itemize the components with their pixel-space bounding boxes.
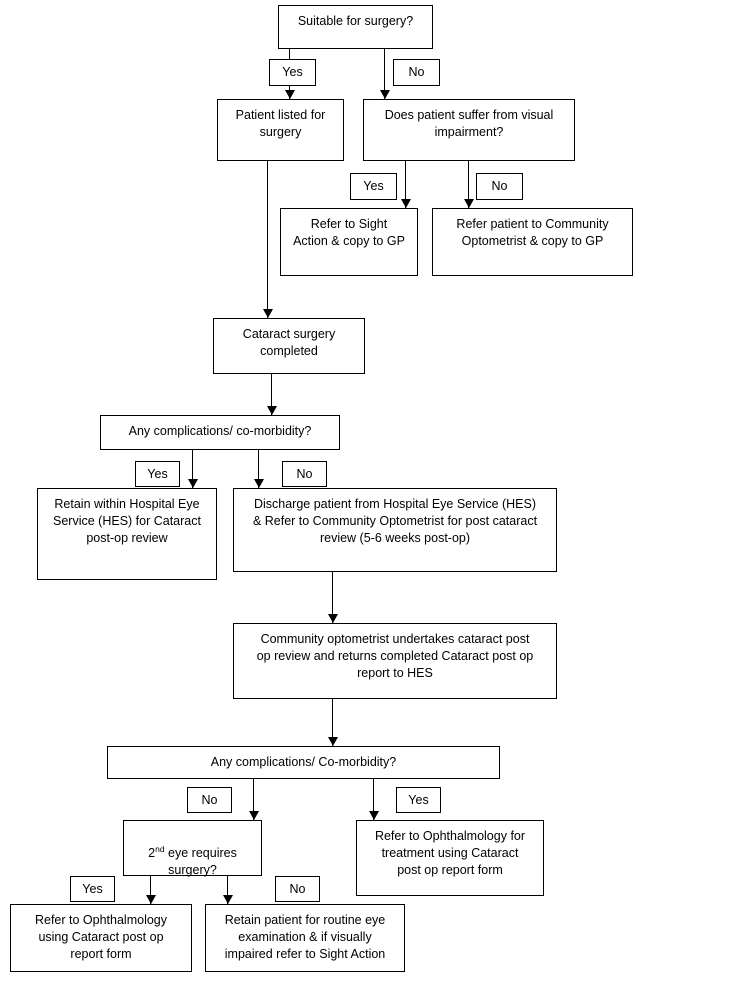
node-visual-impairment-question: Does patient suffer from visual impairme…	[363, 99, 575, 161]
edge-label-second-eye-no: No	[275, 876, 320, 902]
edge-second-eye-no	[227, 876, 228, 904]
node-any-complications-question-1: Any complications/ co-morbidity?	[100, 415, 340, 450]
node-cataract-surgery-completed: Cataract surgery completed	[213, 318, 365, 374]
arrowhead-refer-ophthalmology-treatment	[369, 811, 379, 820]
edge-impairment-yes	[405, 161, 406, 208]
node-refer-to-sight-action: Refer to Sight Action & copy to GP	[280, 208, 418, 276]
edge-cataract-to-complications1	[271, 374, 272, 415]
arrowhead-refer-sight-action	[401, 199, 411, 208]
node-retain-within-hes: Retain within Hospital Eye Service (HES)…	[37, 488, 217, 580]
edge-suitable-to-impairment	[384, 49, 385, 99]
second-eye-text: eye requires surgery?	[168, 846, 237, 877]
edge-label-impairment-no: No	[476, 173, 523, 200]
node-refer-ophthalmology-using-form: Refer to Ophthalmology using Cataract po…	[10, 904, 192, 972]
edge-complications2-no	[253, 779, 254, 820]
arrowhead-community-review	[328, 614, 338, 623]
arrowhead-refer-ophthalmology-using	[146, 895, 156, 904]
arrowhead-patient-listed	[285, 90, 295, 99]
node-community-optometrist-review: Community optometrist undertakes catarac…	[233, 623, 557, 699]
edge-second-eye-yes	[150, 876, 151, 904]
edge-discharge-to-community-review	[332, 572, 333, 623]
edge-label-second-eye-yes: Yes	[70, 876, 115, 902]
second-eye-ordinal-suffix: nd	[155, 843, 165, 854]
node-patient-listed-for-surgery: Patient listed for surgery	[217, 99, 344, 161]
arrowhead-retain-within-hes	[188, 479, 198, 488]
arrowhead-complications1	[267, 406, 277, 415]
node-suitable-for-surgery: Suitable for surgery?	[278, 5, 433, 49]
edge-label-complications2-yes: Yes	[396, 787, 441, 813]
node-second-eye-requires-surgery: 2nd eye requires surgery?	[123, 820, 262, 877]
arrowhead-refer-community-optometrist	[464, 199, 474, 208]
edge-complications1-no	[258, 450, 259, 488]
node-retain-patient-routine-exam: Retain patient for routine eye examinati…	[205, 904, 405, 972]
node-any-complications-question-2: Any complications/ Co-morbidity?	[107, 746, 500, 779]
edge-complications2-yes	[373, 779, 374, 820]
edge-label-complications2-no: No	[187, 787, 232, 813]
node-refer-ophthalmology-treatment: Refer to Ophthalmology for treatment usi…	[356, 820, 544, 896]
node-refer-to-community-optometrist: Refer patient to Community Optometrist &…	[432, 208, 633, 276]
arrowhead-discharge-patient	[254, 479, 264, 488]
arrowhead-second-eye-question	[249, 811, 259, 820]
edge-label-suitable-yes: Yes	[269, 59, 316, 86]
node-discharge-patient-from-hes: Discharge patient from Hospital Eye Serv…	[233, 488, 557, 572]
edge-label-impairment-yes: Yes	[350, 173, 397, 200]
arrowhead-complications2	[328, 737, 338, 746]
edge-impairment-no	[468, 161, 469, 208]
second-eye-number: 2	[148, 846, 156, 860]
edge-patient-listed-to-cataract-completed	[267, 161, 268, 318]
edge-label-complications1-no: No	[282, 461, 327, 487]
edge-complications1-yes	[192, 450, 193, 488]
arrowhead-cataract-completed	[263, 309, 273, 318]
edge-community-review-to-complications2	[332, 699, 333, 746]
arrowhead-impairment	[380, 90, 390, 99]
edge-label-complications1-yes: Yes	[135, 461, 180, 487]
arrowhead-retain-routine-exam	[223, 895, 233, 904]
edge-label-suitable-no: No	[393, 59, 440, 86]
